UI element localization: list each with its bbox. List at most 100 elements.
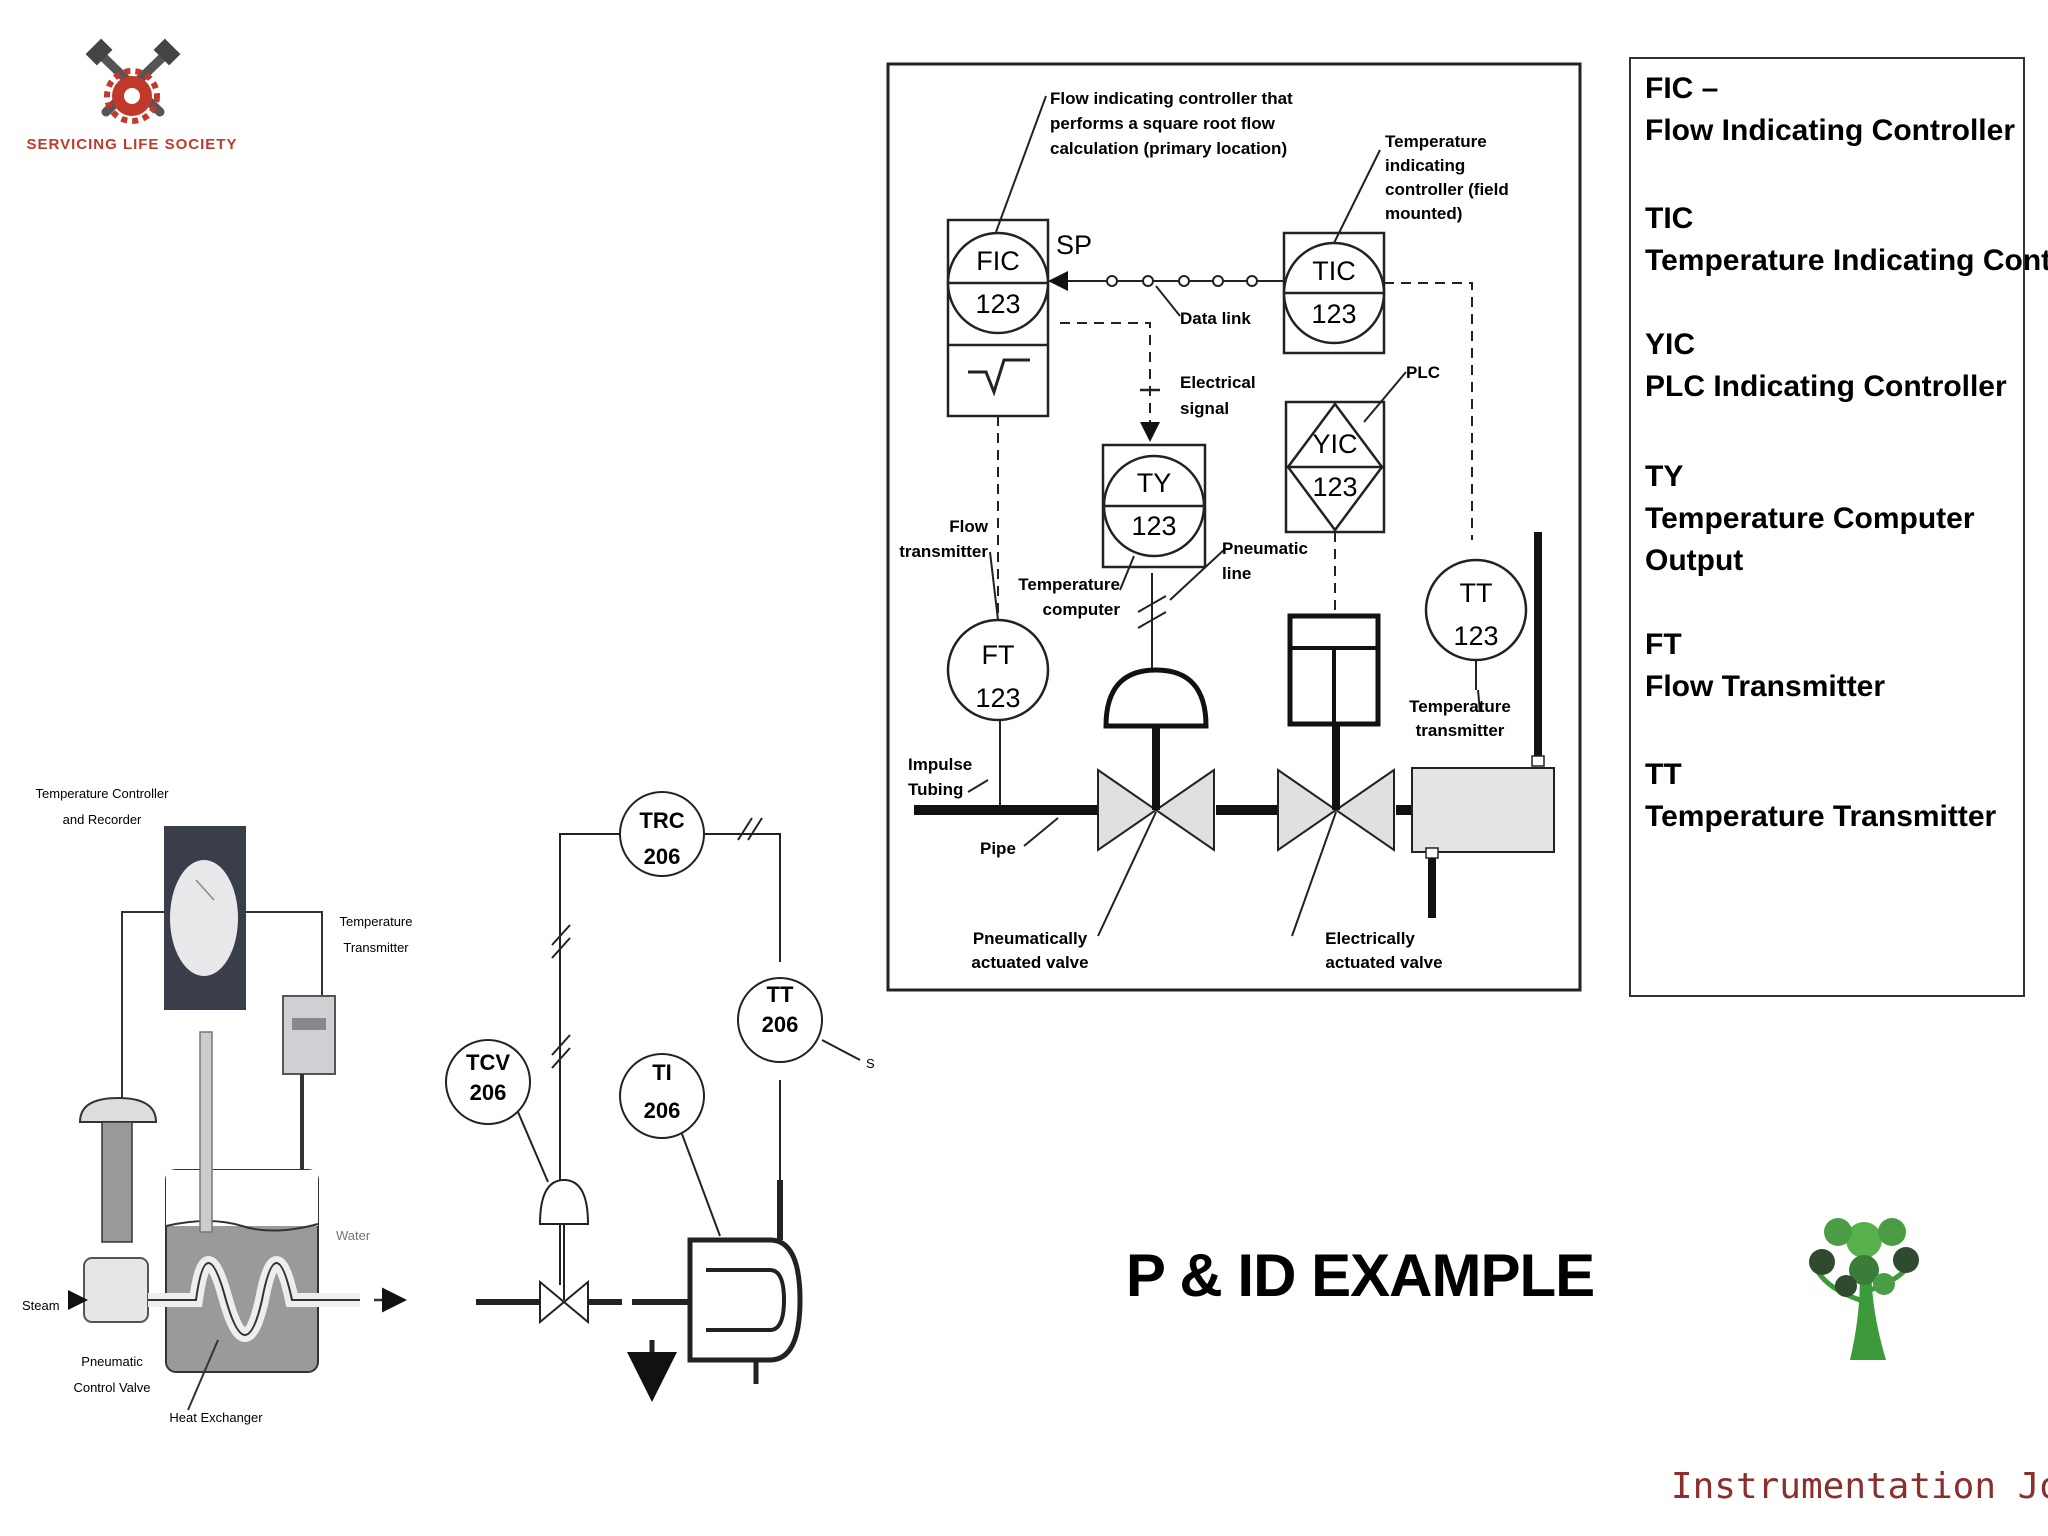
legend-desc: Temperature Transmitter — [1645, 800, 1997, 833]
ty-instrument: TY 123 — [1101, 443, 1207, 569]
top-logo-text: SERVICING LIFE SOCIETY — [27, 136, 238, 153]
legend-code: TIC — [1645, 202, 1693, 235]
callout-pneu-valve-1: Pneumatically — [973, 929, 1088, 948]
hx-steam-label: Steam — [22, 1298, 60, 1313]
ty-number: 123 — [1131, 511, 1176, 541]
tic-tt-signal — [1384, 282, 1473, 540]
square-root-icon — [968, 358, 1030, 397]
bottom-logo-text: Instrumentation Jo — [1671, 1466, 2048, 1507]
pid-diagram: FIC 123 SP TIC 123 YIC — [886, 62, 1582, 992]
callout-leaders — [967, 95, 1481, 937]
callout-pipe: Pipe — [980, 839, 1016, 858]
legend-code: TY — [1645, 460, 1683, 493]
fic-number: 123 — [975, 289, 1020, 319]
legend-frame — [1629, 57, 2025, 997]
tic-number: 123 — [1311, 299, 1356, 329]
callout-pneu-valve-2: actuated valve — [971, 953, 1088, 972]
callout-elec-valve-2: actuated valve — [1325, 953, 1442, 972]
hx-pcv-2: Control Valve — [73, 1380, 150, 1395]
legend-desc: PLC Indicating Controller — [1645, 370, 2007, 403]
electric-valve — [1277, 613, 1395, 852]
ty-tag: TY — [1137, 468, 1172, 498]
callout-tic-4: mounted) — [1385, 204, 1462, 223]
legend-item-tic: TIC Temperature Indicating Cont. — [1645, 202, 2048, 277]
loop-ti-number: 206 — [644, 1098, 681, 1123]
loop-diagram: TRC 206 TT 206 S TCV 206 TI 206 — [445, 791, 875, 1402]
callout-fic-1: Flow indicating controller that — [1050, 89, 1293, 108]
ft-number: 123 — [975, 683, 1020, 713]
hx-temp-controller-2: and Recorder — [63, 812, 142, 827]
callout-elec-valve-1: Electrically — [1325, 929, 1415, 948]
sp-label: SP — [1056, 230, 1092, 260]
callout-tic-3: controller (field — [1385, 180, 1509, 199]
hx-temp-controller-1: Temperature Controller — [36, 786, 170, 801]
fic-tag: FIC — [976, 246, 1020, 276]
tt-instrument: TT 123 — [1424, 558, 1528, 690]
callout-electrical-2: signal — [1180, 399, 1229, 418]
instrumentation-jo-logo: Instrumentation Jo — [1671, 1218, 2048, 1507]
callout-tic-1: Temperature — [1385, 132, 1487, 151]
hx-heat-exchanger-label: Heat Exchanger — [169, 1410, 263, 1425]
tt-tag: TT — [1460, 578, 1493, 608]
gear-piston-icon — [85, 38, 181, 124]
loop-trc-number: 206 — [644, 844, 681, 869]
ft-tag: FT — [982, 640, 1015, 670]
callout-electrical-1: Electrical — [1180, 373, 1256, 392]
loop-s-label: S — [866, 1056, 875, 1071]
tt-number: 123 — [1453, 621, 1498, 651]
callout-data-link: Data link — [1180, 309, 1251, 328]
callout-tic-2: indicating — [1385, 156, 1465, 175]
callout-plc: PLC — [1406, 363, 1440, 382]
callout-temp-comp-2: computer — [1043, 600, 1121, 619]
tic-instrument: TIC 123 — [1282, 231, 1386, 355]
loop-tcv: TCV 206 — [445, 1039, 549, 1183]
legend-item-yic: YIC PLC Indicating Controller — [1645, 328, 2007, 403]
loop-tcv-tag: TCV — [466, 1050, 510, 1075]
callout-temp-tx-1: Temperature — [1409, 697, 1511, 716]
legend-code: FIC – — [1645, 72, 1718, 105]
fic-instrument: FIC 123 — [946, 218, 1050, 418]
tic-tag: TIC — [1312, 256, 1356, 286]
callout-fic-3: calculation (primary location) — [1050, 139, 1287, 158]
legend-desc: Output — [1645, 544, 1743, 577]
legend-code: TT — [1645, 758, 1682, 791]
heat-exchanger-tank — [148, 1031, 407, 1373]
callout-flow-tx-1: Flow — [949, 517, 988, 536]
hx-temp-transmitter-2: Transmitter — [343, 940, 409, 955]
callout-impulse-2: Tubing — [908, 780, 963, 799]
callout-impulse-1: Impulse — [908, 755, 972, 774]
loop-trc: TRC 206 — [619, 791, 705, 877]
legend-desc: Flow Indicating Controller — [1645, 114, 2015, 147]
process-pipe — [914, 720, 1412, 815]
loop-shell-tube-exchanger — [627, 1180, 803, 1402]
chart-recorder-icon — [164, 826, 246, 1010]
loop-ti: TI 206 — [619, 1053, 721, 1237]
legend-item-fic: FIC – Flow Indicating Controller — [1645, 72, 2015, 147]
yic-tag: YIC — [1312, 429, 1357, 459]
legend-panel: FIC – Flow Indicating Controller TIC Tem… — [1629, 57, 2048, 997]
legend-desc: Temperature Computer — [1645, 502, 1975, 535]
legend-desc: Temperature Indicating Cont. — [1645, 244, 2048, 277]
loop-ti-tag: TI — [652, 1060, 672, 1085]
loop-tt: TT 206 S — [737, 977, 875, 1071]
electrical-signal-line — [1060, 322, 1160, 442]
hx-water-label: Water — [336, 1228, 371, 1243]
callout-temp-tx-2: transmitter — [1416, 721, 1505, 740]
legend-item-ty: TY Temperature Computer Output — [1645, 460, 1975, 577]
control-valve-icon — [68, 1096, 158, 1323]
loop-trc-tag: TRC — [639, 808, 684, 833]
legend-desc: Flow Transmitter — [1645, 670, 1885, 703]
pneumatic-valve — [1097, 573, 1215, 852]
loop-tcv-number: 206 — [470, 1080, 507, 1105]
tree-icon — [1809, 1218, 1919, 1360]
loop-tt-number: 206 — [762, 1012, 799, 1037]
slide-title: P & ID EXAMPLE — [1126, 1242, 1594, 1309]
legend-item-tt: TT Temperature Transmitter — [1645, 758, 1997, 833]
process-tank — [1411, 532, 1555, 918]
servicing-life-society-logo: SERVICING LIFE SOCIETY — [27, 38, 238, 153]
callout-pneumatic-line-2: line — [1222, 564, 1251, 583]
loop-tt-tag: TT — [767, 982, 794, 1007]
legend-code: FT — [1645, 628, 1682, 661]
callout-temp-comp-1: Temperature — [1018, 575, 1120, 594]
